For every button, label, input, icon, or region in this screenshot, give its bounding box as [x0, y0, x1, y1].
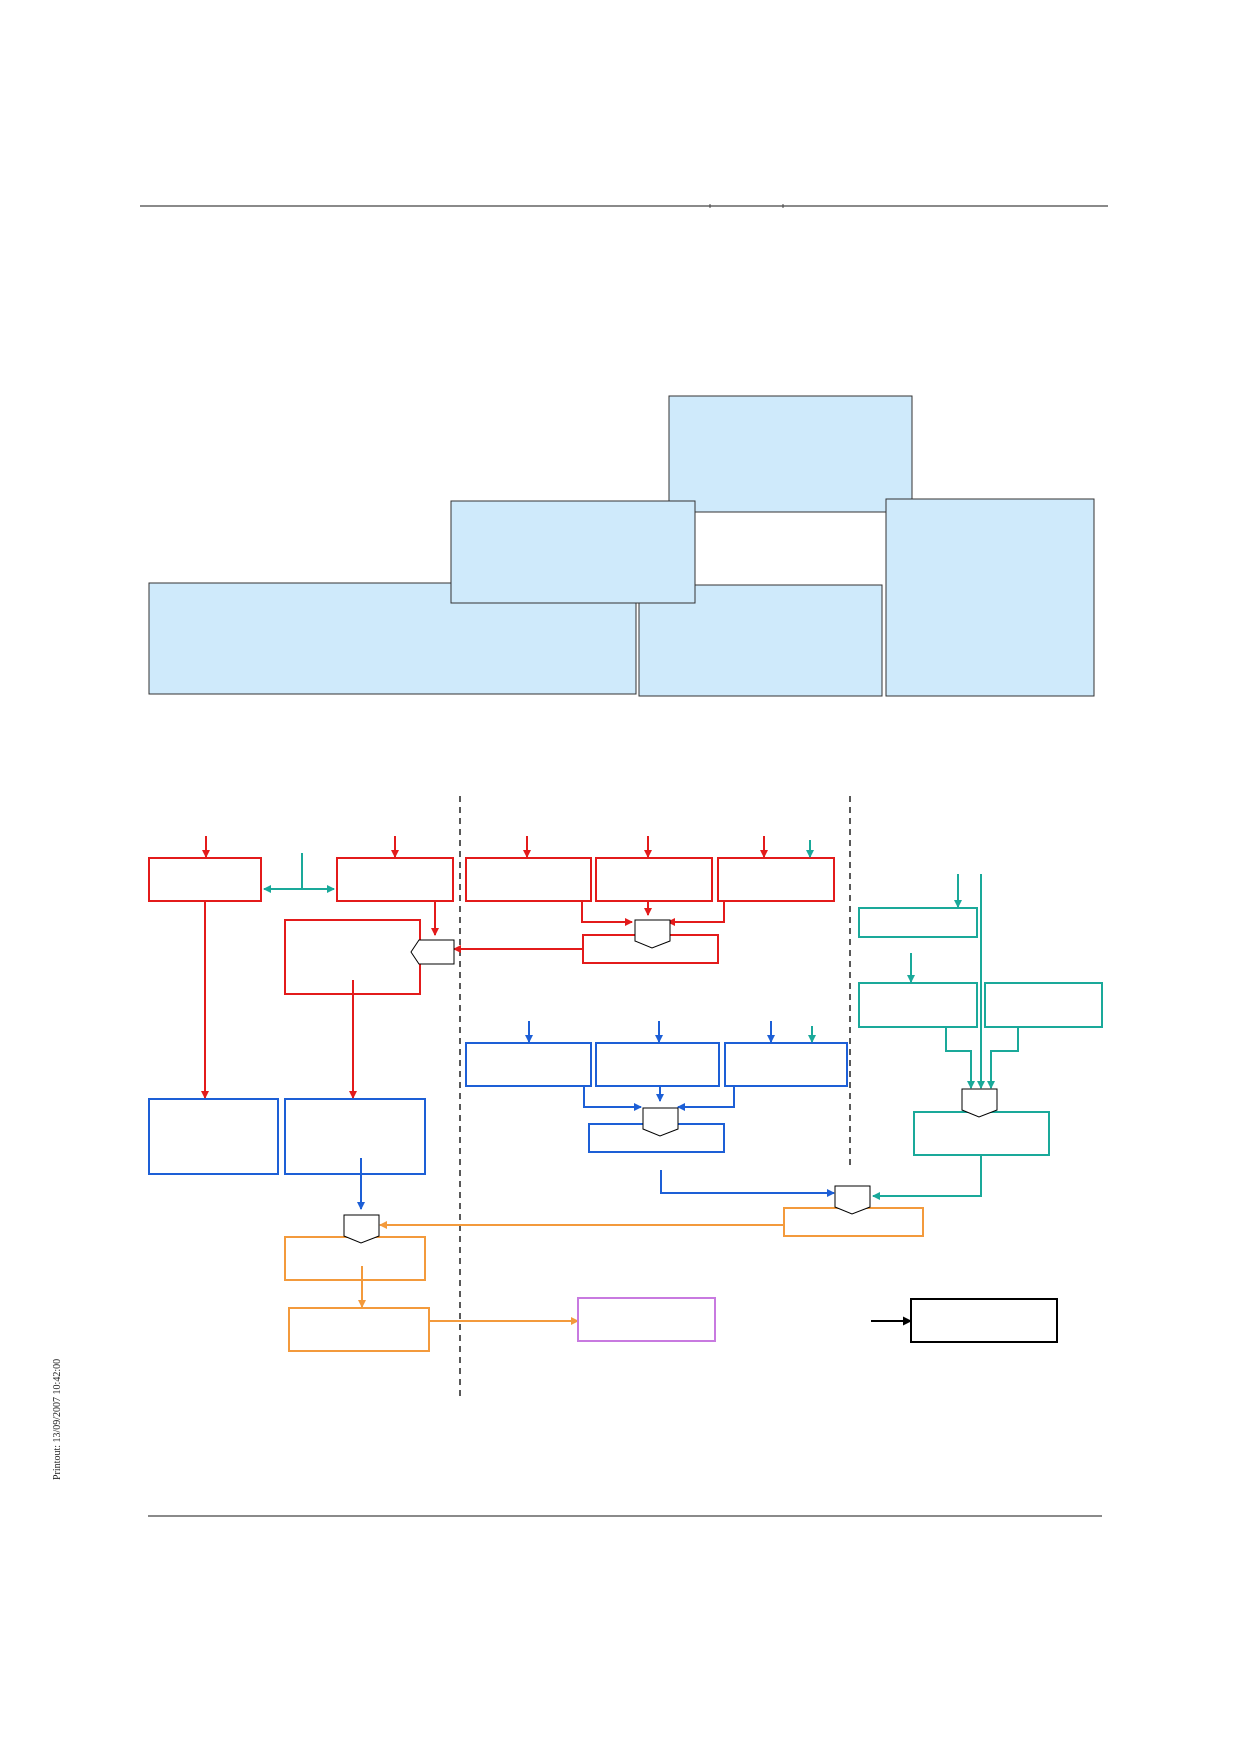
red-box-3	[465, 857, 592, 902]
blue-box-left-1	[148, 1098, 279, 1175]
orange-box-2	[288, 1307, 430, 1352]
blue-box-3	[724, 1042, 848, 1087]
purple-box-target	[577, 1297, 716, 1342]
blue-box-left-2	[284, 1098, 426, 1175]
block-left-wide	[148, 582, 637, 695]
legend	[871, 1298, 1058, 1343]
red-box-4	[595, 857, 713, 902]
legend-box	[910, 1298, 1058, 1343]
blue-box-1	[465, 1042, 592, 1087]
merge-gates	[343, 919, 998, 1244]
red-box-2	[336, 857, 454, 902]
header-rule	[140, 204, 1108, 208]
block-top-right-upper	[668, 395, 913, 513]
blue-box-2	[595, 1042, 720, 1087]
blue-connector-3-to-merge	[677, 1086, 735, 1111]
gate-red-merge	[634, 919, 671, 949]
teal-box-merge-output	[913, 1111, 1050, 1156]
red-box-5	[717, 857, 835, 902]
orange-flow	[284, 1207, 924, 1352]
gate-orange-left	[343, 1214, 380, 1244]
teal-box-2	[858, 982, 978, 1028]
teal-connector-3-to-merge	[987, 1027, 1019, 1089]
teal-box-3	[984, 982, 1103, 1028]
gate-teal-merge	[961, 1088, 998, 1118]
top-blocks	[148, 395, 1095, 697]
teal-connector-2-to-merge	[945, 1027, 975, 1089]
orange-box-1	[284, 1236, 426, 1281]
gate-red-left	[410, 939, 455, 965]
red-connector-5-to-merge	[667, 901, 725, 926]
teal-connector-output-to-gate	[872, 1155, 982, 1200]
teal-box-1	[858, 907, 978, 938]
block-far-right	[885, 498, 1095, 697]
teal-flow	[263, 840, 1103, 1200]
red-flow	[148, 836, 835, 1099]
blue-flow	[148, 1021, 848, 1210]
printout-timestamp: Printout: 13/09/2007 10:42:00	[52, 1358, 63, 1480]
block-middle-upper	[450, 500, 696, 604]
gate-blue-merge	[642, 1107, 679, 1137]
blue-connector-1-to-merge	[583, 1086, 642, 1111]
gate-blue-teal	[834, 1185, 871, 1215]
red-connector-3-to-merge	[581, 901, 633, 926]
red-box-1	[148, 857, 262, 902]
column-separators	[459, 796, 851, 1400]
blue-connector-merge-to-gate	[660, 1170, 835, 1197]
